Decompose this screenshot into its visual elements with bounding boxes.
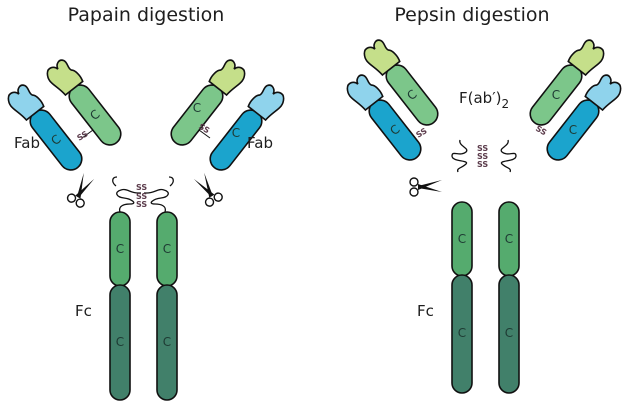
disulfide-label: SS [477,152,488,161]
domain-label: C [458,232,466,246]
disulfide-label: SS [136,192,147,201]
domain-label: C [116,242,124,256]
scissors-icon [409,177,442,197]
heavy-chain-fragment [170,55,250,146]
domain-label: C [552,88,560,102]
disulfide-bond [81,129,94,139]
light-chain-fragment: C [3,80,83,171]
fab2-label: F(ab′)2 [459,89,509,111]
pepsin-fab2: C C SS C C SS SS SS SS [342,35,626,173]
papain-fab-left: C C SS [3,55,122,171]
fc-label-pepsin: Fc [417,302,434,320]
scissors-icon [193,172,223,207]
domain-label: C [116,335,124,349]
domain-label: C [458,326,466,340]
papain-title: Papain digestion [68,4,225,26]
domain-label: C [505,232,513,246]
heavy-chain-fragment [529,35,609,126]
disulfide-label: SS [477,160,488,169]
disulfide-label: SS [534,124,548,137]
fc-ch3-domain [109,284,131,401]
fc-label-papain: Fc [75,302,92,320]
fc-ch3-domain [156,284,178,401]
light-chain-fragment [546,70,626,161]
domain-label: C [163,335,171,349]
domain-label: C [163,242,171,256]
light-chain-fragment [209,80,289,171]
pepsin-fc: C C C C [451,201,520,394]
papain-hinge: SS SS SS [112,176,174,213]
domain-label: C [193,101,201,115]
domain-label: C [505,326,513,340]
fc-ch3-domain [451,274,473,394]
pepsin-title: Pepsin digestion [394,4,549,26]
heavy-chain-fragment: C [359,35,439,126]
papain-fc: C C C C [109,211,178,401]
heavy-chain-fragment: C [42,55,122,146]
papain-fab-right [170,55,289,171]
scissors-icon [66,172,95,208]
disulfide-label: SS [136,200,147,209]
disulfide-label: SS [415,126,429,139]
fc-ch3-domain [498,274,520,394]
domain-label: C [569,123,577,137]
disulfide-label: SS [477,144,488,153]
disulfide-label: SS [76,129,90,142]
disulfide-label: SS [136,183,147,192]
fab-left-label: Fab [14,134,40,152]
disulfide-bond [198,129,211,139]
domain-label: C [232,126,240,140]
heavy-ch1-domain [170,84,224,146]
fab-right-label: Fab [247,134,273,152]
light-chain-fragment: C [342,70,422,161]
